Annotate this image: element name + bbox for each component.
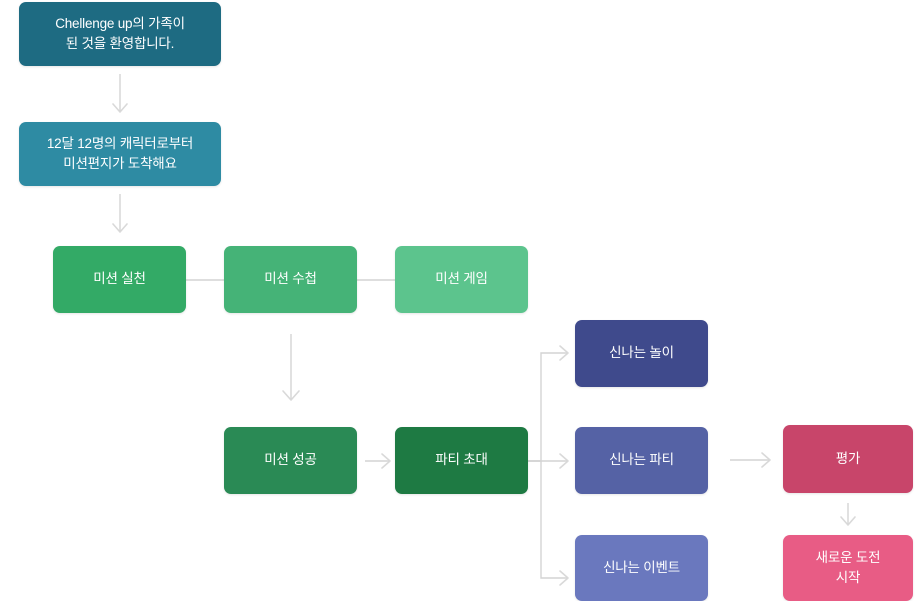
node-party-invite[interactable]: 파티 초대 <box>395 427 528 494</box>
node-mission-note[interactable]: 미션 수첩 <box>224 246 357 313</box>
edge-mission-success-to-party-invite <box>365 453 391 469</box>
edge-welcome-to-mission-letter <box>112 74 128 113</box>
node-mission-letter[interactable]: 12달 12명의 캐릭터로부터 미션편지가 도착해요 <box>19 122 221 186</box>
edge-party-invite-to-fun-party <box>528 453 569 469</box>
node-new-challenge[interactable]: 새로운 도전 시작 <box>783 535 913 601</box>
node-fun-play[interactable]: 신나는 놀이 <box>575 320 708 387</box>
edge-party-invite-to-fun-play <box>528 345 569 462</box>
node-mission-game[interactable]: 미션 게임 <box>395 246 528 313</box>
node-mission-success[interactable]: 미션 성공 <box>224 427 357 494</box>
edge-mission-letter-to-mission-do <box>112 194 128 233</box>
edge-evaluation-to-new-challenge <box>840 503 856 526</box>
edge-party-invite-to-fun-event <box>528 460 569 586</box>
node-mission-do[interactable]: 미션 실천 <box>53 246 186 313</box>
edge-fun-party-to-evaluation <box>730 452 771 468</box>
node-fun-event[interactable]: 신나는 이벤트 <box>575 535 708 601</box>
node-fun-party[interactable]: 신나는 파티 <box>575 427 708 494</box>
node-evaluation[interactable]: 평가 <box>783 425 913 493</box>
node-welcome[interactable]: Chellenge up의 가족이 된 것을 환영합니다. <box>19 2 221 66</box>
edge-mission-note-to-mission-success <box>282 334 300 401</box>
